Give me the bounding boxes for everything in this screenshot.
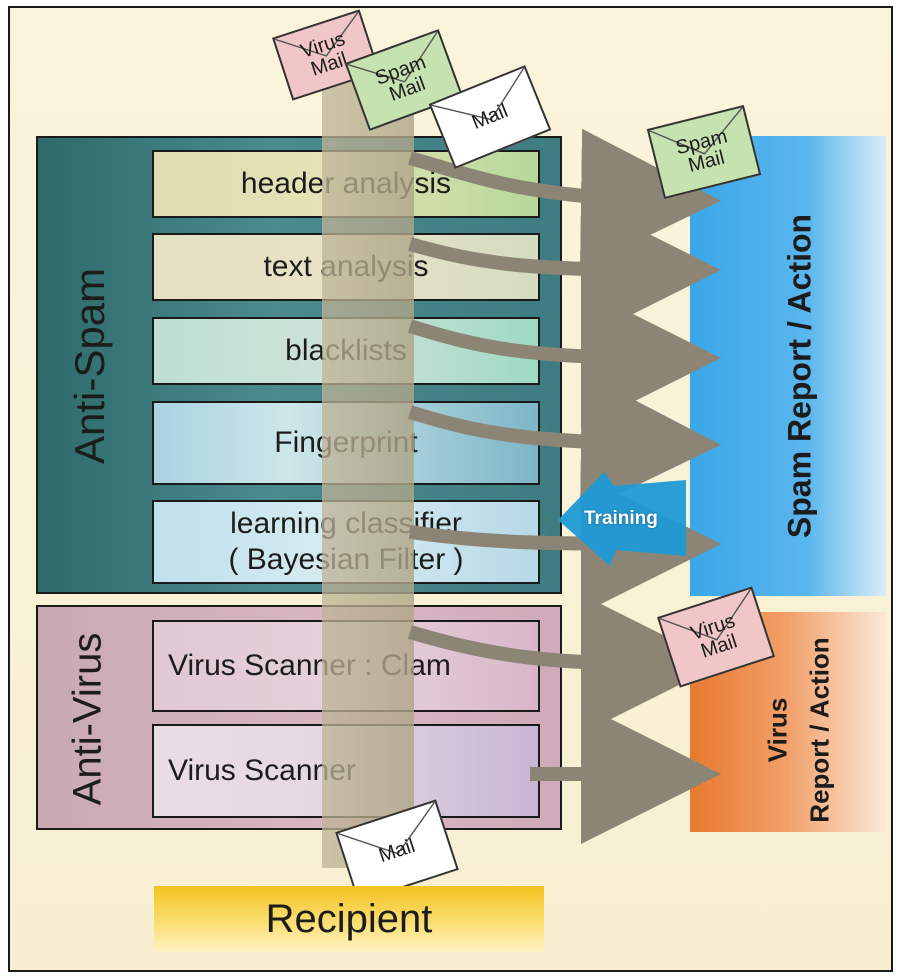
envelope-flap-icon <box>274 11 359 57</box>
recipient-bar: Recipient <box>154 886 544 952</box>
mail-envelope-top: Mail <box>428 65 552 169</box>
training-label: Training <box>584 508 658 529</box>
spam-mail-envelope-top: Spam Mail <box>344 29 464 131</box>
virus-mail-envelope-out: Virus Mail <box>657 586 775 688</box>
arrow-header-to-spam <box>408 128 721 269</box>
flow-arrows <box>351 128 721 878</box>
envelope-flap-icon <box>347 31 439 83</box>
envelope-flap-icon <box>337 801 436 855</box>
spam-report-panel: Spam Report / Action <box>690 136 886 596</box>
arrow-clam-to-virus <box>407 593 721 734</box>
training-arrow <box>558 472 686 566</box>
virus-mail-envelope-top: Virus Mail <box>272 9 380 101</box>
mail-envelope-bottom: Mail <box>335 799 459 903</box>
envelope-flap-icon <box>659 588 752 641</box>
envelope-flap-icon <box>649 107 743 155</box>
arrow-fingerprint-to-spam <box>407 372 721 513</box>
arrow-text-to-spam <box>408 199 721 340</box>
mail-stream <box>322 68 414 868</box>
envelope-flap-icon <box>431 67 525 121</box>
arrow-blacklists-to-spam <box>407 287 721 428</box>
spam-mail-envelope-out: Spam Mail <box>646 104 762 200</box>
diagram-frame: Anti-Spam Anti-Virus Spam Report / Actio… <box>8 6 893 972</box>
recipient-label: Recipient <box>265 896 433 941</box>
